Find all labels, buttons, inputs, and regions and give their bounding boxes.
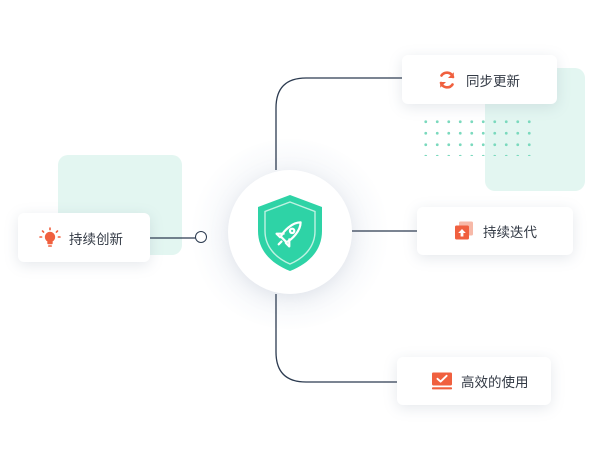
card-efficient-use: 高效的使用 <box>397 357 551 405</box>
monitor-check-icon <box>431 370 453 392</box>
upload-box-icon <box>453 220 475 242</box>
connector-to-efficient-use <box>275 294 408 383</box>
connector-to-sync-update <box>275 77 408 170</box>
card-label: 高效的使用 <box>461 375 529 391</box>
card-label: 持续创新 <box>69 231 123 248</box>
card-continuous-innovation: 持续创新 <box>18 213 150 262</box>
card-sync-update: 同步更新 <box>402 55 557 104</box>
decor-dot-grid <box>420 116 532 156</box>
lightbulb-icon <box>39 226 61 249</box>
card-label: 同步更新 <box>466 73 520 90</box>
sync-icon <box>436 69 458 91</box>
card-label: 持续迭代 <box>483 225 537 241</box>
shield-rocket-icon <box>258 195 322 271</box>
card-continuous-iteration: 持续迭代 <box>417 207 573 255</box>
node-continuous-innovation <box>195 231 207 243</box>
